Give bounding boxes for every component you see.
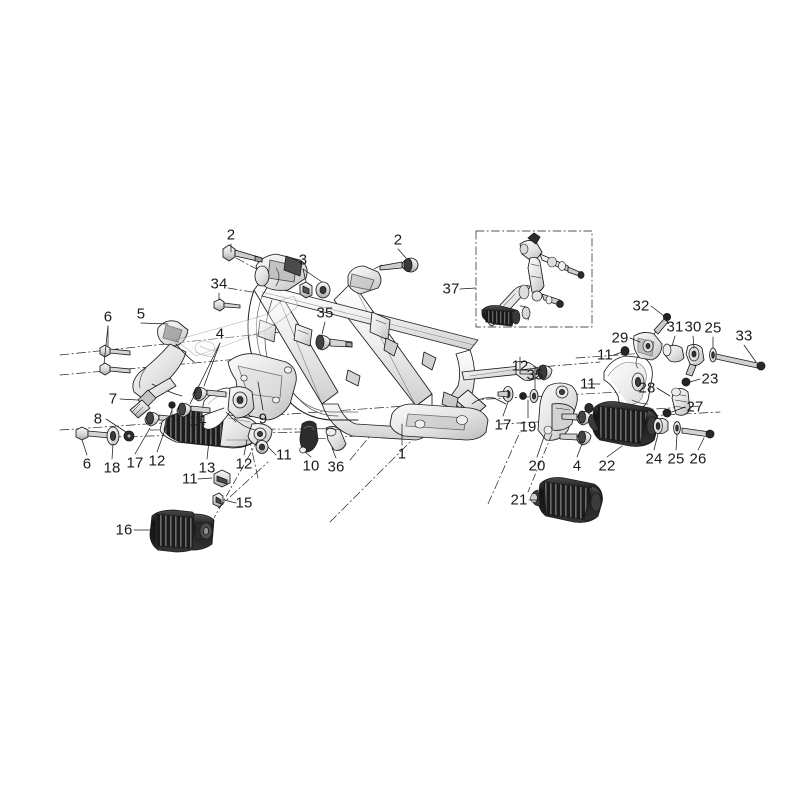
part-15-bolt	[212, 492, 224, 508]
part-28-adjuster	[671, 387, 691, 416]
callout-3: 3	[298, 251, 308, 269]
callout-12-right: 12	[511, 357, 529, 375]
part-6-bolt-bottom	[75, 426, 111, 441]
callout-20: 20	[528, 457, 546, 475]
right-brake-link-rod	[527, 433, 553, 493]
part-4-bolt-right-b	[559, 430, 592, 446]
callout-7: 7	[108, 390, 118, 408]
part-16-footrest-rubber	[149, 509, 215, 553]
part-20-right-bracket	[537, 382, 578, 441]
callout-16: 16	[115, 521, 133, 539]
part-25-washer-upper	[709, 347, 717, 363]
part-31-spacer	[662, 343, 685, 363]
callout-5: 5	[136, 305, 146, 323]
part-7-shift-rod	[129, 377, 177, 419]
callout-32: 32	[632, 297, 650, 315]
callout-1: 1	[397, 445, 407, 463]
part-2-bolt-left	[222, 244, 263, 263]
part-34-bolt	[213, 298, 241, 312]
callout-25-upper: 25	[704, 319, 722, 337]
part-12-bolt-right-upper	[519, 364, 553, 381]
frame-head-tube	[254, 253, 308, 291]
part-23-pin	[681, 377, 691, 387]
part-11-nut-mid	[255, 440, 269, 454]
part-11-nut-far-right	[620, 346, 630, 356]
part-6-bolt-upper	[99, 344, 131, 358]
callout-33: 33	[735, 327, 753, 345]
part-27-pin	[662, 408, 672, 418]
part-36-sleeve	[325, 425, 347, 451]
part-3-washer	[315, 281, 331, 299]
part-3-nut	[299, 281, 313, 299]
callout-10: 10	[302, 457, 320, 475]
part-22-right-footpeg	[588, 355, 659, 447]
callout-18: 18	[103, 459, 121, 477]
callout-36: 36	[327, 458, 345, 476]
callout-31: 31	[666, 318, 684, 336]
part-32-pin	[653, 312, 672, 335]
part-30-pivot-fitting	[685, 343, 705, 377]
part-21-lower-footrest	[530, 477, 603, 523]
callout-12-left: 12	[148, 452, 166, 470]
part-18-bushing	[106, 426, 120, 446]
callout-14: 14	[189, 412, 207, 430]
callout-21: 21	[510, 491, 528, 509]
part-4-bolt-left-b	[176, 402, 211, 418]
callout-11-left: 11	[182, 470, 198, 488]
callout-9: 9	[258, 410, 268, 428]
callout-2-right: 2	[393, 231, 403, 249]
part-4-bolt-right-a	[561, 410, 592, 426]
callout-35-right: 35	[526, 366, 544, 384]
callout-23: 23	[701, 370, 719, 388]
callout-22: 22	[598, 457, 616, 475]
callout-11-mid: 11	[276, 446, 292, 464]
callout-17-left: 17	[126, 454, 144, 472]
callout-12-mid: 12	[235, 455, 253, 473]
callout-17-right: 17	[494, 416, 512, 434]
callout-11-far: 11	[597, 346, 613, 364]
callout-29: 29	[611, 329, 629, 347]
callout-24: 24	[645, 450, 663, 468]
right-pivot-plate	[389, 361, 541, 441]
part-37-inset-box	[475, 230, 593, 328]
left-shift-link-rod	[213, 439, 259, 519]
part-10-spring-clip	[299, 420, 319, 454]
callout-34: 34	[210, 275, 228, 293]
callout-15: 15	[235, 494, 253, 512]
part-35-bolt-left	[315, 334, 353, 351]
callout-13: 13	[198, 459, 216, 477]
part-33-long-bolt	[715, 353, 766, 371]
part-6-bolt-lower	[99, 362, 131, 376]
part-9-bracket	[225, 353, 297, 431]
callout-27: 27	[686, 398, 704, 416]
callout-4-left: 4	[215, 325, 225, 343]
part-11-nut-left	[213, 469, 231, 488]
callout-35-left: 35	[316, 304, 334, 322]
callout-6-lower: 6	[82, 455, 92, 473]
part-25-washer-lower	[673, 421, 681, 435]
callout-4-right: 4	[572, 457, 582, 475]
callout-2-left: 2	[226, 226, 236, 244]
callout-25-lower: 25	[667, 450, 685, 468]
part-37-pillion-assembly	[481, 232, 585, 327]
part-19-washer	[519, 389, 539, 403]
part-2-bolt-right	[379, 257, 419, 273]
callout-30: 30	[684, 318, 702, 336]
callout-37: 37	[442, 280, 460, 298]
part-29-brake-pedal-arm	[633, 323, 663, 369]
callout-8: 8	[93, 410, 103, 428]
callout-28: 28	[638, 379, 656, 397]
callout-26: 26	[689, 450, 707, 468]
part-26-bolt	[681, 427, 715, 439]
part-8-joint	[123, 430, 135, 442]
frame-head-tube-right	[347, 265, 382, 295]
part-17-washer-right	[497, 386, 514, 402]
callout-pointer-lines	[81, 243, 757, 531]
part-11-nut-right	[584, 402, 594, 414]
callout-11-right: 11	[580, 375, 596, 393]
callout-19: 19	[519, 418, 537, 436]
callout-6-upper: 6	[103, 308, 113, 326]
part-24-pivot	[653, 417, 669, 435]
